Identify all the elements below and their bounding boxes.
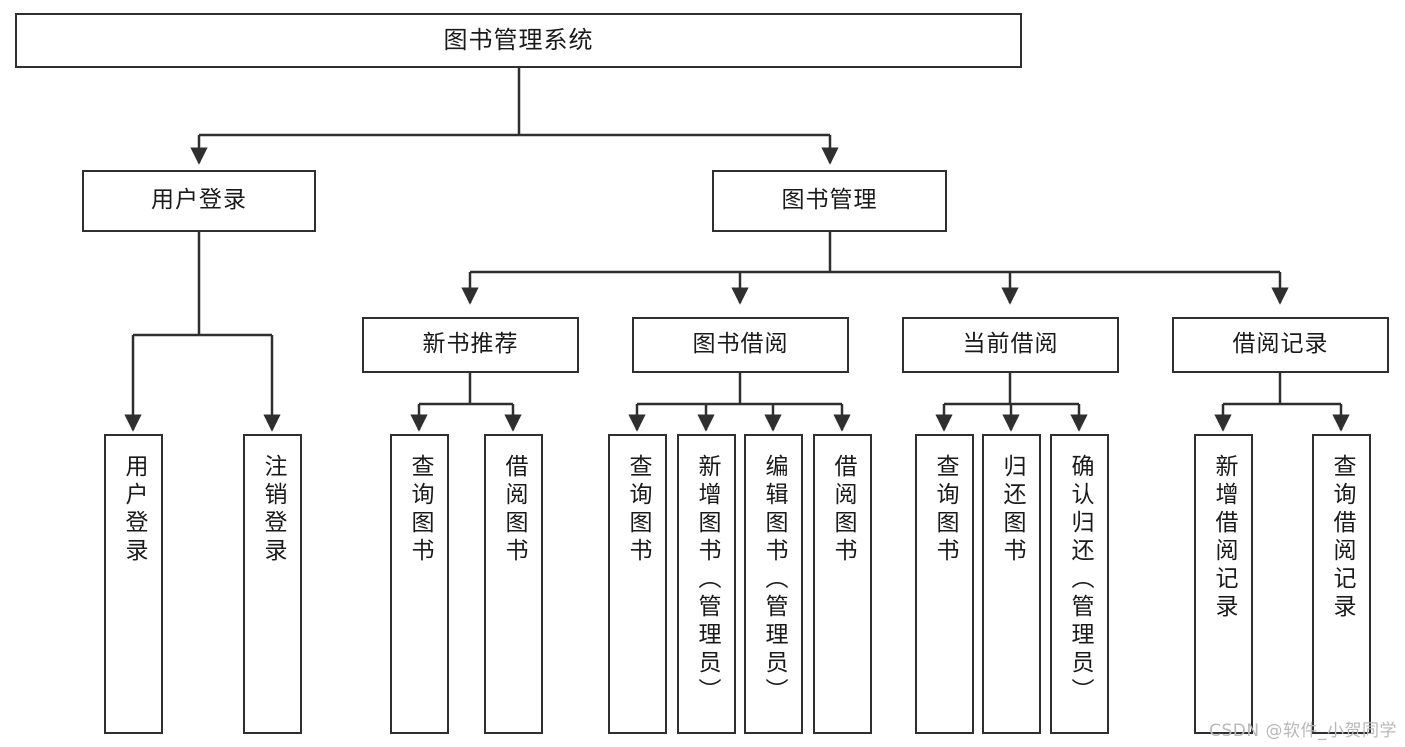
node-user-login[interactable]: 用户登录 — [82, 170, 316, 232]
node-leaf-borrow-book-2[interactable]: 借阅图书 — [813, 434, 872, 734]
node-leaf-add-book-label: 新增图书（管理员） — [694, 454, 720, 706]
node-leaf-edit-book-label: 编辑图书（管理员） — [761, 454, 787, 706]
node-leaf-borrow-book-1-label: 借阅图书 — [501, 454, 527, 566]
node-leaf-user-login[interactable]: 用户登录 — [104, 434, 163, 734]
node-root-label: 图书管理系统 — [443, 26, 594, 55]
node-leaf-return-book-label: 归还图书 — [999, 454, 1025, 566]
node-root[interactable]: 图书管理系统 — [15, 13, 1022, 68]
node-leaf-confirm-return[interactable]: 确认归还（管理员） — [1050, 434, 1109, 734]
node-leaf-logout-label: 注销登录 — [260, 454, 286, 566]
node-leaf-query-record[interactable]: 查询借阅记录 — [1312, 434, 1371, 734]
node-new-book-rec-label: 新书推荐 — [422, 331, 519, 358]
node-leaf-query-book-1[interactable]: 查询图书 — [390, 434, 449, 734]
node-leaf-return-book[interactable]: 归还图书 — [982, 434, 1041, 734]
node-leaf-query-record-label: 查询借阅记录 — [1329, 454, 1355, 622]
node-leaf-borrow-book-1[interactable]: 借阅图书 — [484, 434, 543, 734]
node-borrow-record[interactable]: 借阅记录 — [1172, 317, 1389, 373]
node-current-borrow[interactable]: 当前借阅 — [902, 317, 1119, 373]
node-leaf-query-book-1-label: 查询图书 — [407, 454, 433, 566]
node-new-book-rec[interactable]: 新书推荐 — [362, 317, 579, 373]
node-leaf-query-book-3-label: 查询图书 — [932, 454, 958, 566]
node-book-mgmt-label: 图书管理 — [781, 187, 878, 214]
node-user-login-label: 用户登录 — [151, 187, 247, 214]
node-leaf-logout[interactable]: 注销登录 — [243, 434, 302, 734]
node-leaf-add-book[interactable]: 新增图书（管理员） — [677, 434, 736, 734]
watermark: CSDN @软件_小贺同学 — [1209, 721, 1397, 741]
node-book-borrow-label: 图书借阅 — [692, 331, 789, 358]
node-leaf-user-login-label: 用户登录 — [121, 454, 147, 566]
node-leaf-query-book-2-label: 查询图书 — [625, 454, 651, 566]
node-leaf-add-record-label: 新增借阅记录 — [1211, 454, 1237, 622]
node-borrow-record-label: 借阅记录 — [1232, 331, 1329, 358]
node-leaf-edit-book[interactable]: 编辑图书（管理员） — [744, 434, 803, 734]
node-book-mgmt[interactable]: 图书管理 — [712, 170, 947, 232]
node-book-borrow[interactable]: 图书借阅 — [632, 317, 849, 373]
node-current-borrow-label: 当前借阅 — [962, 331, 1059, 358]
node-leaf-query-book-2[interactable]: 查询图书 — [608, 434, 667, 734]
node-leaf-query-book-3[interactable]: 查询图书 — [915, 434, 974, 734]
node-leaf-add-record[interactable]: 新增借阅记录 — [1194, 434, 1253, 734]
node-leaf-confirm-return-label: 确认归还（管理员） — [1067, 454, 1093, 706]
node-leaf-borrow-book-2-label: 借阅图书 — [830, 454, 856, 566]
